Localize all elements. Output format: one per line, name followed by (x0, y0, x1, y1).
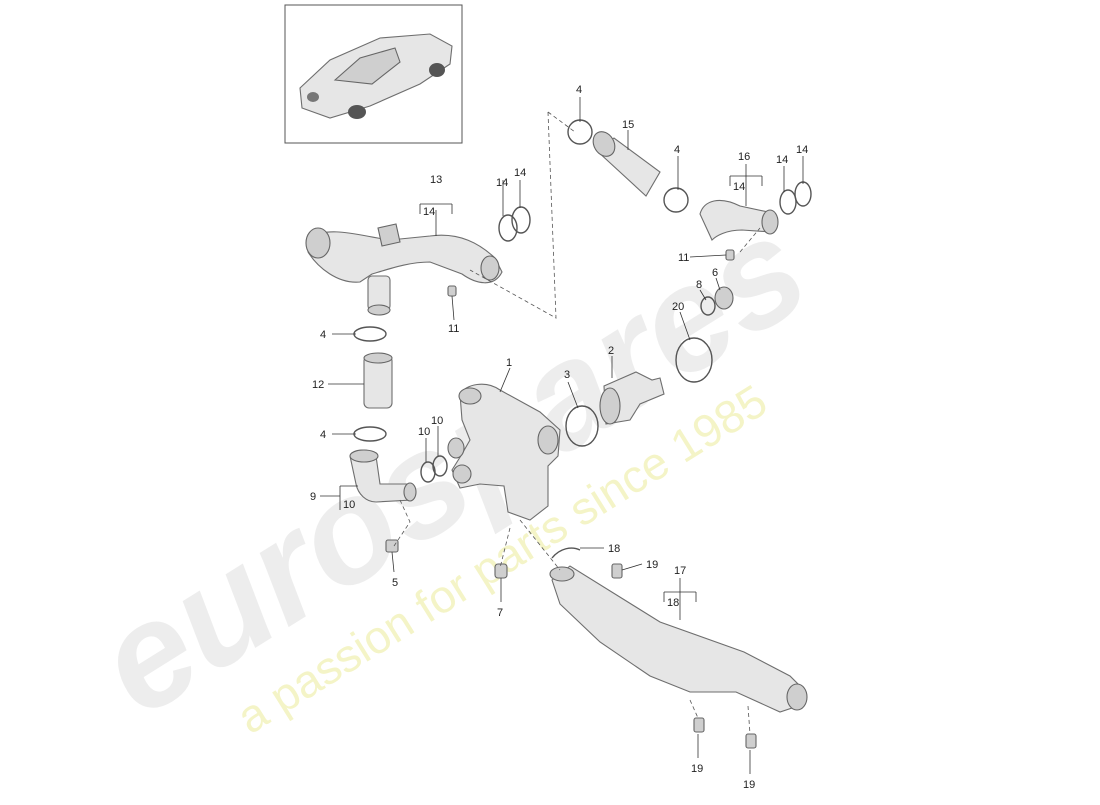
bolt-5 (385, 539, 399, 553)
callout-20: 20 (672, 301, 684, 313)
clamp-4-a (353, 326, 387, 342)
callout-14-a: 14 (423, 206, 435, 218)
callout-19-b: 19 (691, 763, 703, 775)
callout-3: 3 (564, 369, 570, 381)
callout-14-b: 14 (496, 177, 508, 189)
callout-17: 17 (674, 565, 686, 577)
callout-13: 13 (430, 174, 442, 186)
bolt-11-a (447, 285, 457, 297)
callout-7: 7 (497, 607, 503, 619)
bolt-19-b (693, 717, 705, 733)
callout-8: 8 (696, 279, 702, 291)
callout-labels: 13 14 14 14 4 15 4 16 14 14 14 11 11 6 8… (310, 84, 808, 791)
part-17-coolant-pipe[interactable] (549, 565, 808, 713)
callout-14-c: 14 (514, 167, 526, 179)
car-illustration (299, 33, 453, 119)
part-1-thermostat-housing[interactable] (447, 383, 561, 521)
callout-11-a: 11 (448, 323, 459, 335)
part-16-bent-hose[interactable] (699, 199, 779, 241)
callout-12: 12 (312, 379, 324, 391)
part-15-hose[interactable] (589, 128, 661, 197)
clip-18 (551, 547, 581, 559)
ring-20 (675, 337, 713, 383)
callout-10-a: 10 (418, 426, 430, 438)
clamp-4-d (663, 187, 689, 213)
vehicle-thumbnail (284, 4, 463, 144)
part-13-coolant-pipe[interactable] (305, 223, 503, 316)
callout-1: 1 (506, 357, 512, 369)
part-9-elbow-pipe[interactable] (349, 449, 417, 503)
o-ring-14-c (779, 189, 797, 215)
callout-9: 9 (310, 491, 316, 503)
callout-10-c: 10 (343, 499, 355, 511)
seal-3 (565, 405, 599, 447)
plug-6 (714, 286, 734, 310)
callout-4-c: 4 (576, 84, 582, 96)
callout-4-d: 4 (674, 144, 680, 156)
callout-4-a: 4 (320, 329, 326, 341)
bolt-11-b (725, 249, 735, 261)
callout-5: 5 (392, 577, 398, 589)
o-ring-14-d (794, 181, 812, 207)
callout-18-a: 18 (608, 543, 620, 555)
callout-14-f: 14 (796, 144, 808, 156)
seal-8 (700, 296, 716, 316)
callout-15: 15 (622, 119, 634, 131)
o-ring-10-b (432, 455, 448, 477)
o-ring-14-b (511, 206, 531, 234)
callout-6: 6 (712, 267, 718, 279)
part-12-hose[interactable] (363, 352, 393, 409)
callout-4-b: 4 (320, 429, 326, 441)
bolt-7 (494, 563, 508, 579)
bolt-19-c (745, 733, 757, 749)
callout-14-d: 14 (733, 181, 745, 193)
callout-19-c: 19 (743, 779, 755, 791)
callout-11-b: 11 (678, 252, 689, 264)
callout-14-e: 14 (776, 154, 788, 166)
clamp-4-c (567, 119, 593, 145)
bolt-19-a (611, 563, 623, 579)
part-2-thermostat[interactable] (599, 371, 665, 425)
callout-18-b: 18 (667, 597, 679, 609)
leader-lines (320, 97, 804, 774)
callout-19-a: 19 (646, 559, 658, 571)
o-ring-14-a (498, 214, 518, 242)
callout-10-b: 10 (431, 415, 443, 427)
callout-2: 2 (608, 345, 614, 357)
callout-16: 16 (738, 151, 750, 163)
assembly-lines (393, 111, 761, 735)
